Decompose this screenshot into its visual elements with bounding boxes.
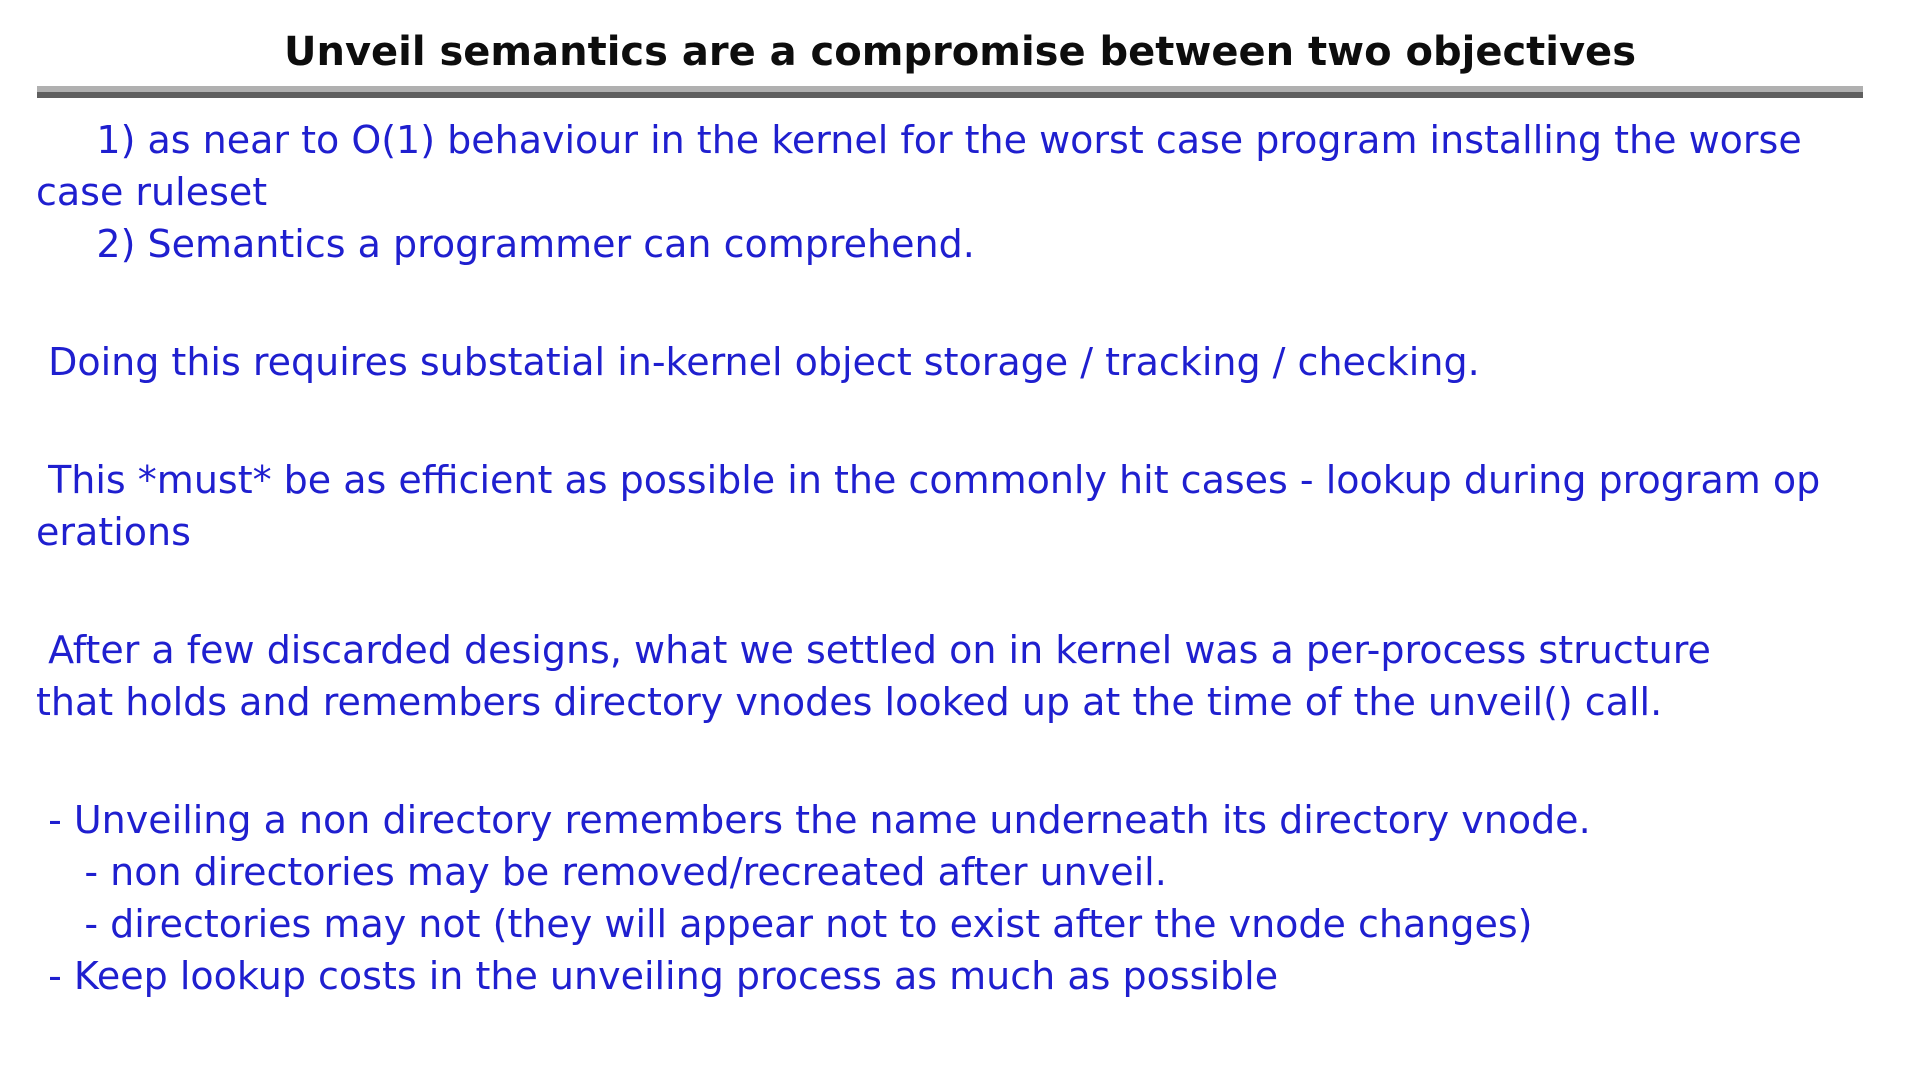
body-line: This *must* be as efficient as possible … <box>36 458 1821 502</box>
body-line: 2) Semantics a programmer can comprehend… <box>36 222 975 266</box>
slide-title: Unveil semantics are a compromise betwee… <box>283 29 1636 75</box>
body-line: - Keep lookup costs in the unveiling pro… <box>36 954 1279 998</box>
body-line: Doing this requires substatial in-kernel… <box>36 340 1480 384</box>
divider-dark-bar <box>37 92 1863 98</box>
body-line: - non directories may be removed/recreat… <box>36 850 1167 894</box>
body-line: - Unveiling a non directory remembers th… <box>36 798 1591 842</box>
body-line: that holds and remembers directory vnode… <box>36 680 1663 724</box>
body-line: case ruleset <box>36 170 268 214</box>
body-line: After a few discarded designs, what we s… <box>36 628 1711 672</box>
body-line: erations <box>36 510 191 554</box>
body-line <box>36 270 1920 336</box>
divider-light-bar <box>37 86 1863 92</box>
body-line <box>36 558 1920 624</box>
body-line <box>36 728 1920 794</box>
body-line <box>36 388 1920 454</box>
title-divider <box>37 86 1863 98</box>
body-line: 1) as near to O(1) behaviour in the kern… <box>36 118 1802 162</box>
body-line: - directories may not (they will appear … <box>36 902 1533 946</box>
slide-body: 1) as near to O(1) behaviour in the kern… <box>0 114 1920 1002</box>
